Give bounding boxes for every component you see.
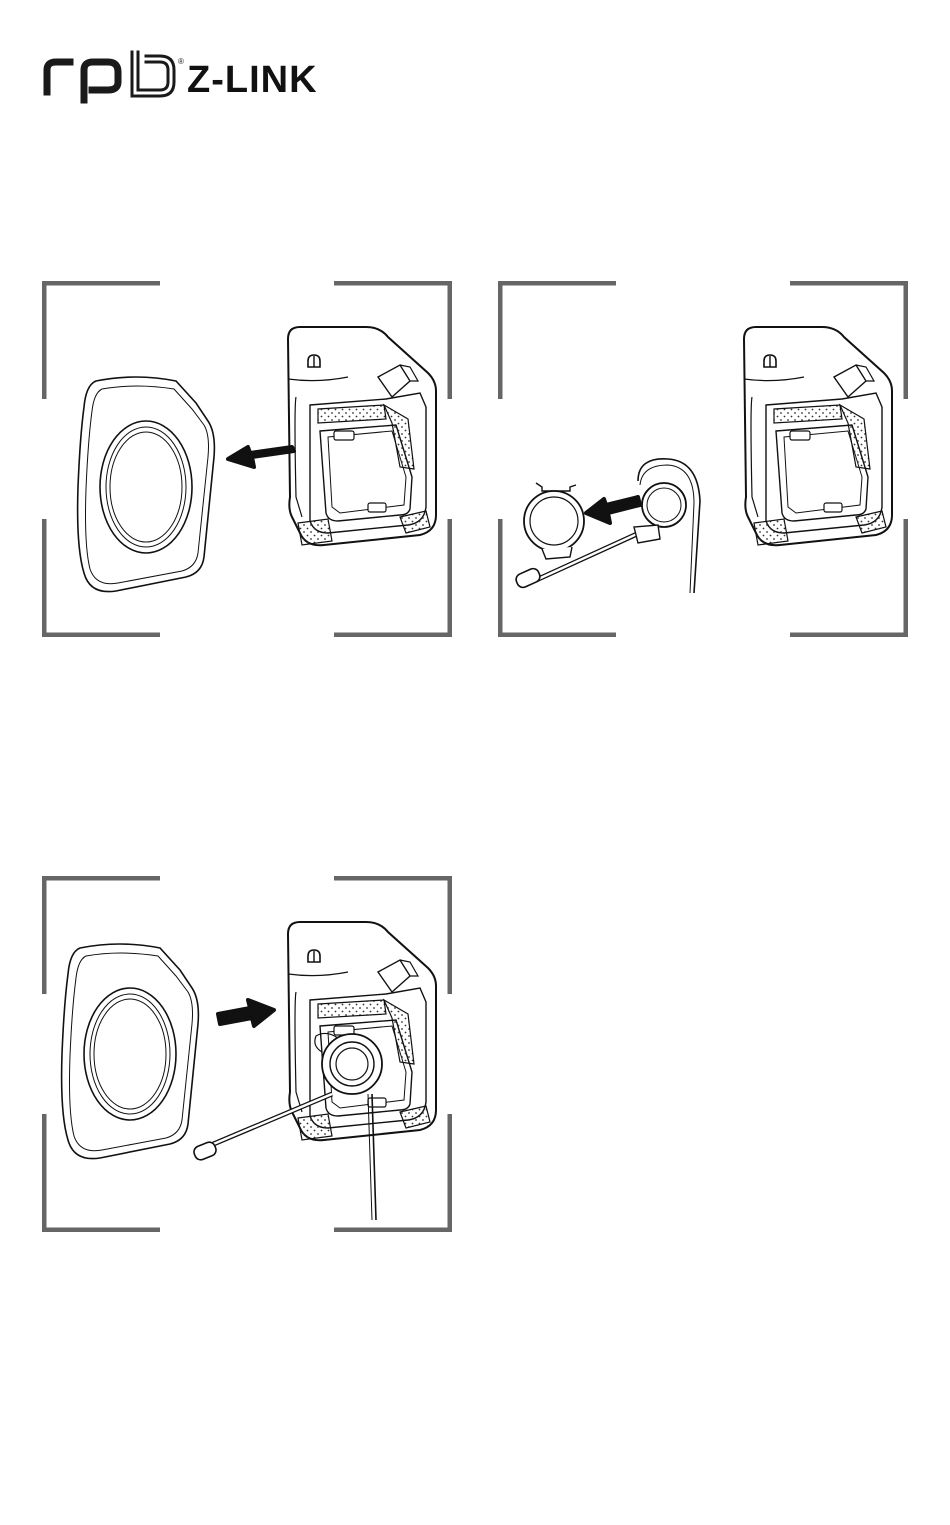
ear-pad	[78, 377, 215, 592]
helmet-mount	[288, 922, 436, 1140]
ear-pad	[62, 944, 199, 1159]
brand-logo: ® Z-LINK	[42, 50, 382, 105]
speaker-clip	[524, 483, 584, 559]
arrow-left-icon	[586, 497, 640, 523]
step-1-remove-ear-pad-illustration	[42, 281, 452, 637]
step-3-reinstall-ear-pad-illustration	[42, 876, 452, 1232]
arrow-left-icon	[228, 447, 294, 467]
helmet-mount	[744, 327, 892, 545]
rpb-logo-mark	[47, 52, 174, 100]
arrow-right-icon	[218, 1000, 274, 1026]
step-2-attach-speaker-illustration	[498, 281, 908, 637]
product-name: Z-LINK	[187, 59, 318, 101]
helmet-mount	[288, 327, 436, 545]
registered-mark: ®	[178, 57, 184, 66]
